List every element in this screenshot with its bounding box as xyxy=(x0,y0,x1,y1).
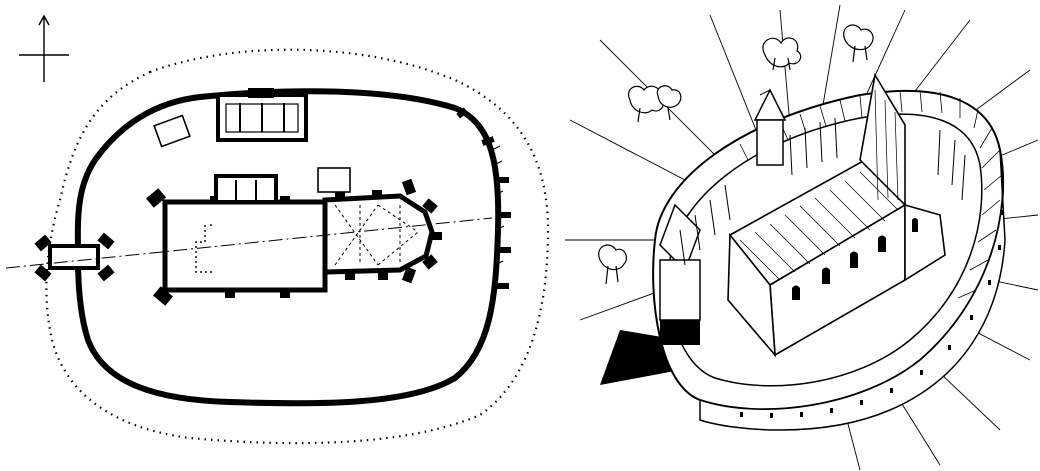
tree-icons xyxy=(598,24,874,285)
choir-side-outline xyxy=(317,167,351,193)
plan-panel xyxy=(5,14,550,445)
roof-hatching xyxy=(739,89,899,281)
sacristy xyxy=(214,174,278,204)
east-wall-hatching xyxy=(491,145,505,266)
west-tower-iso xyxy=(659,203,701,345)
north-arrow-icon xyxy=(19,14,69,82)
axonometric-panel xyxy=(560,0,1040,471)
gate-tower-iso xyxy=(753,88,787,166)
wall-loopholes xyxy=(740,210,1003,418)
church-choir xyxy=(322,178,442,284)
west-tower xyxy=(34,232,115,282)
wall-buttresses xyxy=(456,107,511,289)
church-axis-line xyxy=(5,217,493,269)
church-nave xyxy=(146,188,328,306)
defensive-gallery xyxy=(679,117,966,266)
outer-earthwork-line xyxy=(45,48,550,445)
birds-eye-drawing xyxy=(565,4,1039,471)
church-iso xyxy=(727,72,946,358)
small-outline-structure xyxy=(153,114,191,148)
enclosure-wall xyxy=(74,88,502,407)
north-gate-building xyxy=(216,88,308,142)
ground-plan-drawing xyxy=(5,14,550,445)
